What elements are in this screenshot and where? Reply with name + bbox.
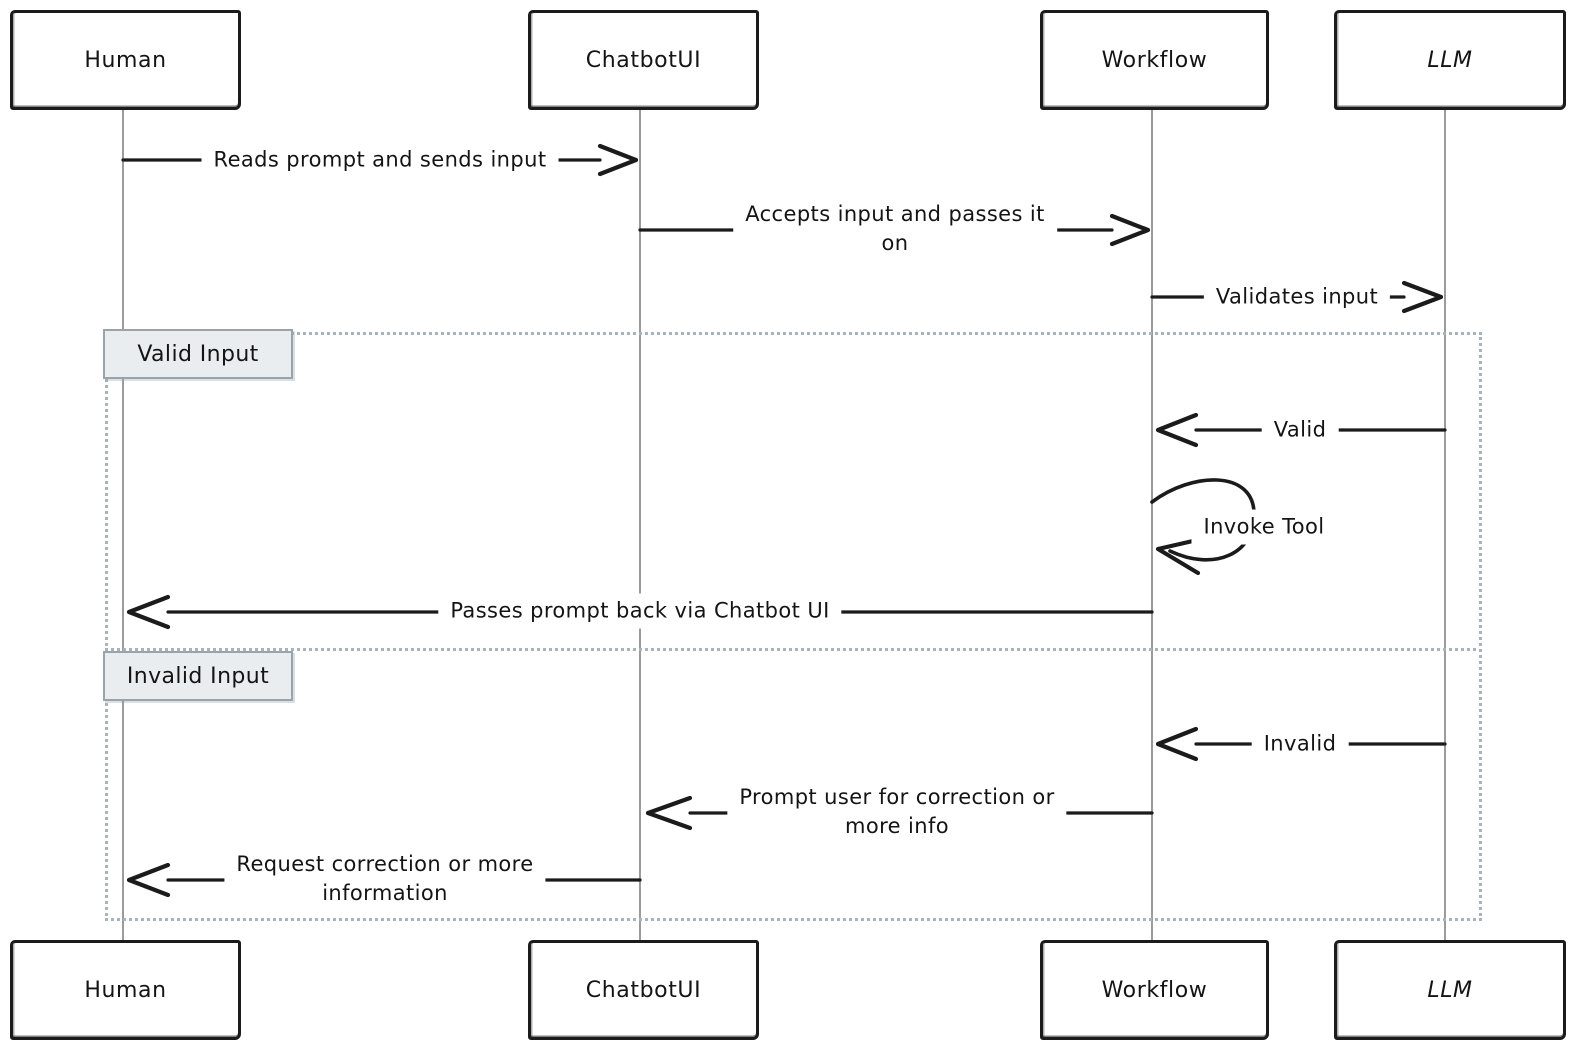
message-prompt-user: Prompt user for correction or more info (727, 780, 1067, 844)
alt-frame-border (105, 332, 1482, 921)
message-invalid: Invalid (1251, 726, 1349, 762)
actor-llm-bottom: LLM (1334, 940, 1566, 1040)
actor-workflow-bottom: Workflow (1040, 940, 1269, 1040)
message-reads-prompt: Reads prompt and sends input (201, 142, 559, 178)
message-validates-input: Validates input (1203, 279, 1391, 315)
lifeline-human (122, 104, 124, 940)
lifeline-chatbotui (639, 104, 641, 940)
frame-label-invalid-input: Invalid Input (103, 651, 293, 701)
actor-chatbotui-bottom: ChatbotUI (528, 940, 759, 1040)
message-valid: Valid (1261, 412, 1339, 448)
actor-human-top: Human (10, 10, 241, 110)
lifeline-llm (1444, 104, 1446, 940)
actor-llm-top: LLM (1334, 10, 1566, 110)
actor-chatbotui-top: ChatbotUI (528, 10, 759, 110)
message-invoke-tool: Invoke Tool (1191, 509, 1337, 545)
alt-frame-divider (105, 648, 1476, 651)
actor-human-bottom: Human (10, 940, 241, 1040)
frame-label-valid-input: Valid Input (103, 329, 293, 379)
actor-workflow-top: Workflow (1040, 10, 1269, 110)
message-passes-back: Passes prompt back via Chatbot UI (438, 593, 842, 629)
message-request-correction: Request correction or more information (224, 847, 546, 911)
message-accepts-input: Accepts input and passes it on (733, 197, 1057, 261)
lifeline-workflow (1151, 104, 1153, 940)
